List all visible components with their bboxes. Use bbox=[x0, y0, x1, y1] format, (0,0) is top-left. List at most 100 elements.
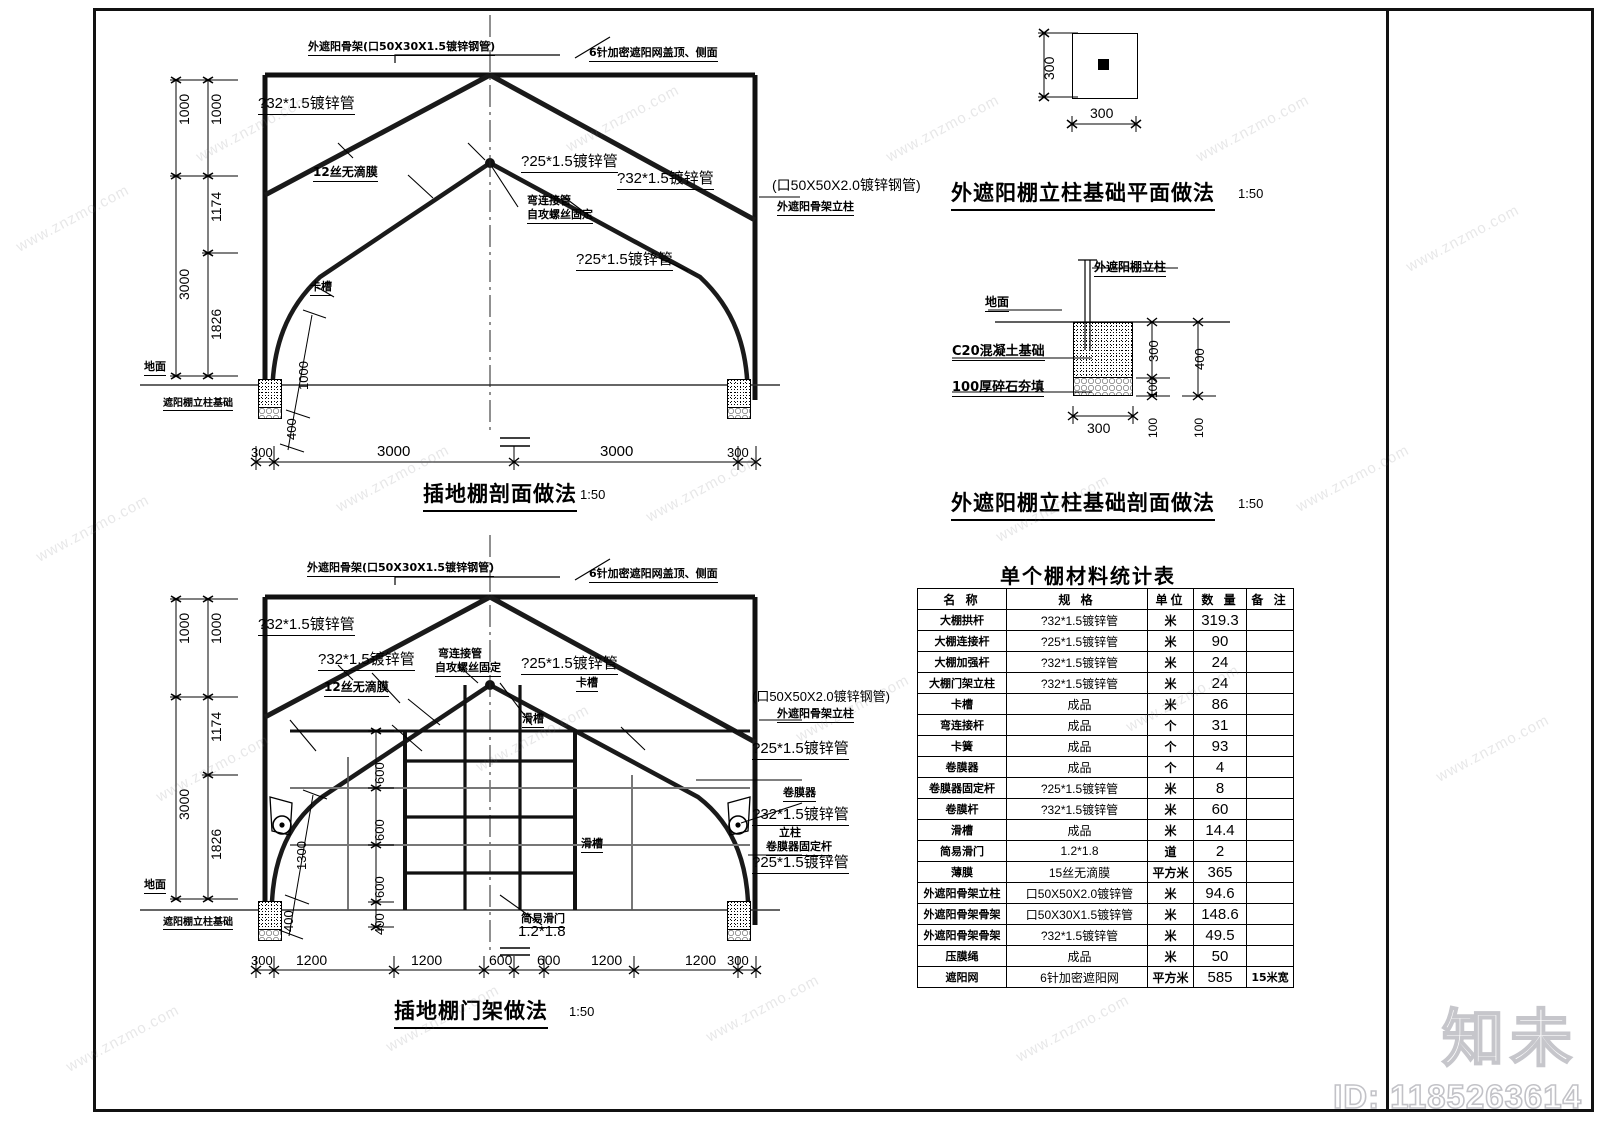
label-pipe25-right-a: ?25*1.5镀锌管 bbox=[576, 248, 673, 271]
cell-unit: 道 bbox=[1147, 840, 1194, 862]
dim-found-100-inner2: 100 bbox=[1146, 417, 1160, 438]
cell-note bbox=[1246, 903, 1294, 925]
cell-name: 遮阳网 bbox=[917, 966, 1007, 988]
cell-spec: ?32*1.5镀锌管 bbox=[1006, 924, 1148, 946]
cell-name: 卡槽 bbox=[917, 693, 1007, 715]
cell-note bbox=[1246, 672, 1294, 694]
cell-spec: ?32*1.5镀锌管 bbox=[1006, 798, 1148, 820]
foundation-plan-dims bbox=[1038, 28, 1142, 132]
label-pipe25-top-a: ?25*1.5镀锌管 bbox=[521, 150, 618, 173]
dim-b-bottom-1200-2: 1200 bbox=[411, 952, 443, 968]
concrete-foundation-body bbox=[1073, 322, 1133, 378]
cell-name: 大棚加强杆 bbox=[917, 651, 1007, 673]
cell-spec: ?25*1.5镀锌管 bbox=[1006, 630, 1148, 652]
cell-name: 卡簧 bbox=[917, 735, 1007, 757]
cell-note bbox=[1246, 945, 1294, 967]
label-shade-net-a: 6针加密遮阳网盖顶、侧面 bbox=[589, 44, 718, 62]
cell-note bbox=[1246, 861, 1294, 883]
header-name: 名 称 bbox=[917, 588, 1007, 610]
label-shade-net-b: 6针加密遮阳网盖顶、侧面 bbox=[589, 565, 718, 583]
cell-unit: 米 bbox=[1147, 609, 1194, 631]
materials-table-title: 单个棚材料统计表 bbox=[1000, 564, 1176, 588]
dim-b-grid-600-2: 600 bbox=[372, 819, 387, 841]
cell-qty: 31 bbox=[1193, 714, 1247, 736]
label-ground-b: 地面 bbox=[144, 876, 166, 894]
cell-unit: 米 bbox=[1147, 651, 1194, 673]
label-foundation-b: 遮阳棚立柱基础 bbox=[163, 913, 233, 930]
cell-spec: ?25*1.5镀锌管 bbox=[1006, 777, 1148, 799]
cell-unit: 米 bbox=[1147, 819, 1194, 841]
doorframe-vertical-dims bbox=[170, 595, 238, 903]
dim-a-inner-1826: 1826 bbox=[208, 308, 224, 340]
label-pipe32-right-a: ?32*1.5镀锌管 bbox=[617, 167, 714, 190]
dim-b-bottom-300-l: 300 bbox=[251, 953, 273, 968]
cell-spec: 成品 bbox=[1006, 693, 1148, 715]
cell-spec: 6针加密遮阳网 bbox=[1006, 966, 1148, 988]
dim-b-bottom-1200-4: 1200 bbox=[685, 952, 717, 968]
section-plan-title: 外遮阳棚立柱基础平面做法 bbox=[951, 177, 1215, 211]
label-pipe25-right-b: ?25*1.5镀锌管 bbox=[752, 737, 849, 760]
label-shade-frame-b: 外遮阳骨架(口50X30X1.5镀锌钢管) bbox=[307, 559, 495, 577]
foundation-detail-geometry bbox=[952, 259, 1230, 424]
cell-spec: 15丝无滴膜 bbox=[1006, 861, 1148, 883]
cell-spec: 成品 bbox=[1006, 819, 1148, 841]
label-foundation-a: 遮阳棚立柱基础 bbox=[163, 394, 233, 411]
cell-spec: 成品 bbox=[1006, 945, 1148, 967]
dim-b-grid-600-3: 600 bbox=[372, 876, 387, 898]
cell-qty: 90 bbox=[1193, 630, 1247, 652]
cell-unit: 个 bbox=[1147, 735, 1194, 757]
cell-unit: 米 bbox=[1147, 882, 1194, 904]
doorframe-grid-dims bbox=[368, 727, 394, 931]
dim-b-bottom-600-2: 600 bbox=[537, 952, 561, 968]
dim-b-local-1300: 1300 bbox=[294, 841, 309, 870]
cell-name: 外遮阳骨架立柱 bbox=[917, 882, 1007, 904]
cell-spec: 口50X50X2.0镀锌管 bbox=[1006, 882, 1148, 904]
label-slide-slot-left-b: 滑槽 bbox=[522, 710, 544, 728]
cell-unit: 米 bbox=[1147, 798, 1194, 820]
dim-plan-300-h: 300 bbox=[1090, 105, 1114, 121]
cell-qty: 585 bbox=[1193, 966, 1247, 988]
dim-a-bottom-300-r: 300 bbox=[727, 445, 749, 460]
cell-note bbox=[1246, 777, 1294, 799]
label-simple-door-b: 简易滑门 bbox=[521, 910, 565, 928]
cell-spec: ?32*1.5镀锌管 bbox=[1006, 651, 1148, 673]
label-roller-fix-bar-b: 卷膜器固定杆 bbox=[766, 838, 832, 856]
label-pipe32-a: ?32*1.5镀锌管 bbox=[258, 92, 355, 115]
cell-note bbox=[1246, 756, 1294, 778]
cell-unit: 米 bbox=[1147, 630, 1194, 652]
foundation-block-right bbox=[727, 379, 751, 415]
cell-name: 滑槽 bbox=[917, 819, 1007, 841]
cell-unit: 米 bbox=[1147, 777, 1194, 799]
cell-qty: 2 bbox=[1193, 840, 1247, 862]
label-found-gravel: 100厚碎石夯填 bbox=[952, 376, 1045, 397]
label-film-roller-b: 卷膜器 bbox=[783, 784, 816, 802]
cell-unit: 平方米 bbox=[1147, 861, 1194, 883]
cell-qty: 14.4 bbox=[1193, 819, 1247, 841]
dim-a-bottom-3000-l: 3000 bbox=[377, 443, 411, 460]
dim-a-inner-1174: 1174 bbox=[208, 191, 224, 222]
cell-unit: 米 bbox=[1147, 903, 1194, 925]
label-column-name-a: 外遮阳骨架立柱 bbox=[777, 198, 854, 216]
cell-note bbox=[1246, 840, 1294, 862]
dim-plan-300-v: 300 bbox=[1041, 56, 1057, 80]
dim-b-local-400-l: 400 bbox=[281, 910, 296, 932]
dim-b-bottom-1200-3: 1200 bbox=[591, 952, 623, 968]
section-a-title: 插地棚剖面做法 bbox=[423, 478, 577, 512]
cell-qty: 4 bbox=[1193, 756, 1247, 778]
cell-qty: 86 bbox=[1193, 693, 1247, 715]
cell-unit: 个 bbox=[1147, 756, 1194, 778]
cell-unit: 个 bbox=[1147, 714, 1194, 736]
header-qty: 数 量 bbox=[1193, 588, 1247, 610]
gravel-block-left-b bbox=[258, 929, 282, 941]
dim-found-300-bottom: 300 bbox=[1087, 420, 1111, 436]
label-pipe32-mid-b: ?32*1.5镀锌管 bbox=[318, 648, 415, 671]
